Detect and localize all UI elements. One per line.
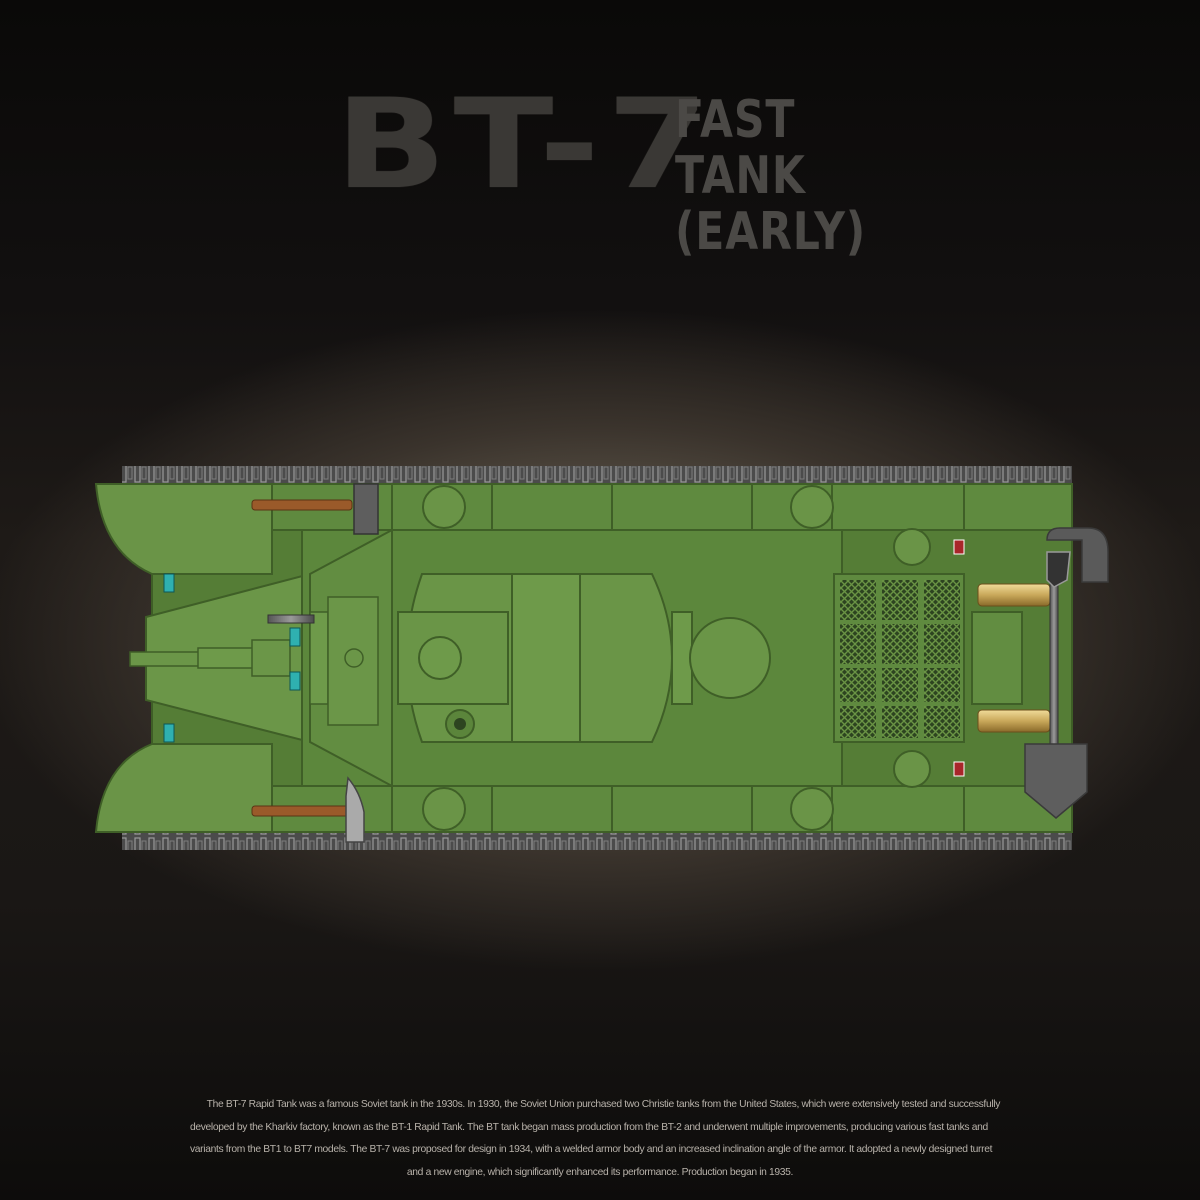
shovel [1024, 527, 1109, 819]
model-subtitle: FAST TANK (EARLY) [675, 92, 866, 260]
description-line-2: developed by the Kharkiv factory, known … [190, 1121, 988, 1133]
tank-model-image [92, 462, 1122, 854]
sledgehammer [251, 483, 379, 535]
teal-lights [163, 573, 301, 743]
subtitle-fast-tank: FAST TANK [675, 90, 806, 206]
exhaust-pipes [977, 583, 1051, 733]
title-block: BT-7 FAST TANK (EARLY) [335, 83, 865, 260]
description-line-4: and a new engine, which significantly en… [406, 1166, 794, 1178]
subtitle-early: (EARLY) [675, 202, 867, 262]
product-description: The BT-7 Rapid Tank was a famous Soviet … [190, 1094, 1010, 1184]
model-title: BT-7 [335, 73, 716, 217]
description-line-3: variants from the BT1 to BT7 models. The… [190, 1144, 993, 1156]
main-gun [129, 596, 379, 726]
description-line-1: The BT-7 Rapid Tank was a famous Soviet … [206, 1099, 1001, 1110]
turret [397, 573, 771, 743]
engine-grille [833, 573, 965, 743]
axe [251, 776, 365, 843]
